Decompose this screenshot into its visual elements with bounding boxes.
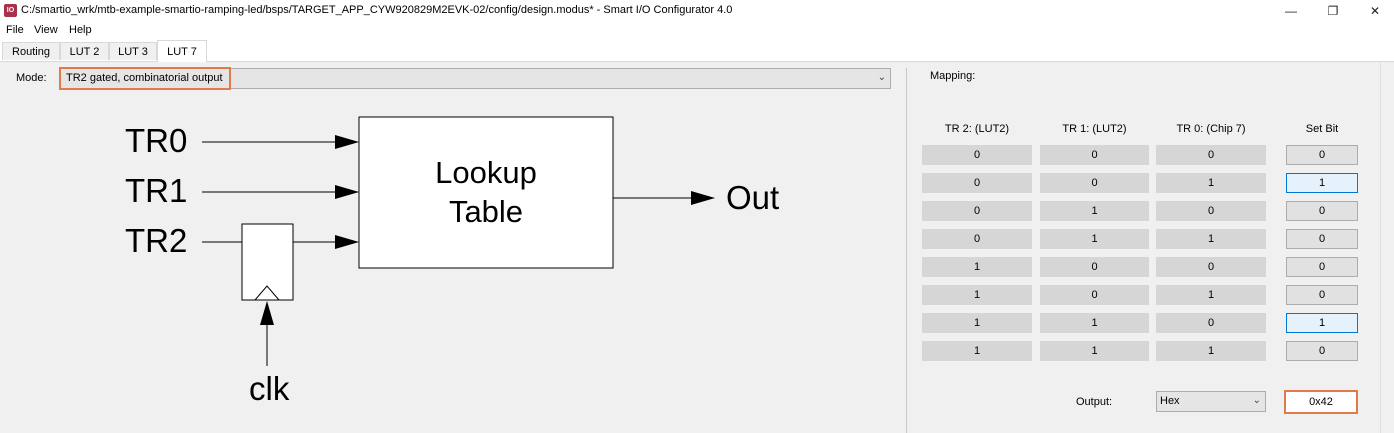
tab-lut2[interactable]: LUT 2 <box>60 42 109 60</box>
clock-label: clk <box>249 370 290 407</box>
lut-diagram: TR0 TR1 TR2 Lookup Table Out clk <box>125 116 779 407</box>
maximize-button[interactable]: ❐ <box>1327 4 1339 18</box>
menu-bar: File View Help <box>0 22 1394 40</box>
set-bit-button[interactable]: 0 <box>1286 201 1358 221</box>
cell-tr1: 0 <box>1040 285 1149 305</box>
clock-edge-icon <box>254 285 280 301</box>
app-icon: IO <box>4 4 17 17</box>
cell-tr2: 0 <box>922 145 1032 165</box>
cell-tr2: 1 <box>922 313 1032 333</box>
set-bit-button[interactable]: 0 <box>1286 341 1358 361</box>
set-bit-button[interactable]: 0 <box>1286 229 1358 249</box>
cell-tr2: 0 <box>922 229 1032 249</box>
minimize-button[interactable]: — <box>1285 4 1297 18</box>
set-bit-button[interactable]: 0 <box>1286 145 1358 165</box>
menu-view[interactable]: View <box>34 24 58 36</box>
lookup-table-block <box>358 116 614 269</box>
output-label: Output: <box>1076 396 1113 408</box>
cell-tr0: 0 <box>1156 145 1266 165</box>
scrollbar[interactable] <box>1380 62 1394 433</box>
flip-flop-box <box>241 223 294 301</box>
chevron-down-icon: ⌄ <box>877 72 886 83</box>
input-tr1-label: TR1 <box>125 172 187 209</box>
cell-tr1: 1 <box>1040 313 1149 333</box>
output-value-field[interactable]: 0x42 <box>1284 390 1358 414</box>
cell-tr0: 1 <box>1156 341 1266 361</box>
tab-routing[interactable]: Routing <box>2 42 60 60</box>
output-label: Out <box>726 179 779 216</box>
table-label: Table <box>449 194 523 229</box>
cell-tr1: 1 <box>1040 229 1149 249</box>
input-tr2-label: TR2 <box>125 222 187 259</box>
cell-tr2: 1 <box>922 341 1032 361</box>
title-bar: IO C:/smartio_wrk/mtb-example-smartio-ra… <box>0 0 1394 22</box>
tab-lut7[interactable]: LUT 7 <box>157 40 207 62</box>
mode-dropdown[interactable]: TR2 gated, combinatorial output ⌄ <box>60 68 891 89</box>
cell-tr0: 1 <box>1156 173 1266 193</box>
set-bit-button[interactable]: 0 <box>1286 285 1358 305</box>
cell-tr0: 1 <box>1156 285 1266 305</box>
output-format-dropdown[interactable]: Hex ⌄ <box>1156 391 1266 412</box>
cell-tr2: 0 <box>922 173 1032 193</box>
cell-tr1: 0 <box>1040 257 1149 277</box>
cell-tr1: 0 <box>1040 173 1149 193</box>
mode-value: TR2 gated, combinatorial output <box>66 72 223 84</box>
close-button[interactable]: ✕ <box>1369 4 1381 18</box>
cell-tr0: 1 <box>1156 229 1266 249</box>
menu-help[interactable]: Help <box>69 24 92 36</box>
cell-tr1: 1 <box>1040 201 1149 221</box>
panel-divider <box>906 68 907 433</box>
cell-tr2: 1 <box>922 257 1032 277</box>
chevron-down-icon: ⌄ <box>1252 395 1261 406</box>
cell-tr2: 1 <box>922 285 1032 305</box>
set-bit-button[interactable]: 1 <box>1286 313 1358 333</box>
header-set-bit: Set Bit <box>1305 123 1339 135</box>
cell-tr0: 0 <box>1156 313 1266 333</box>
tab-bar: Routing LUT 2 LUT 3 LUT 7 <box>0 40 1394 62</box>
header-tr1: TR 1: (LUT2) <box>1062 123 1127 135</box>
mode-label: Mode: <box>16 72 47 84</box>
cell-tr0: 0 <box>1156 201 1266 221</box>
lookup-label: Lookup <box>435 155 537 190</box>
header-tr2: TR 2: (LUT2) <box>944 123 1010 135</box>
menu-file[interactable]: File <box>6 24 24 36</box>
cell-tr1: 1 <box>1040 341 1149 361</box>
set-bit-button[interactable]: 1 <box>1286 173 1358 193</box>
input-tr0-label: TR0 <box>125 122 187 159</box>
tab-lut3[interactable]: LUT 3 <box>109 42 157 60</box>
header-tr0: TR 0: (Chip 7) <box>1176 123 1246 135</box>
mapping-label: Mapping: <box>930 70 976 82</box>
cell-tr2: 0 <box>922 201 1032 221</box>
cell-tr1: 0 <box>1040 145 1149 165</box>
window-title: C:/smartio_wrk/mtb-example-smartio-rampi… <box>21 4 733 16</box>
mode-highlight-box <box>59 67 231 90</box>
set-bit-button[interactable]: 0 <box>1286 257 1358 277</box>
lut-panel: Mode: TR2 gated, combinatorial output ⌄ … <box>0 62 1394 433</box>
output-format-value: Hex <box>1160 395 1180 407</box>
cell-tr0: 0 <box>1156 257 1266 277</box>
